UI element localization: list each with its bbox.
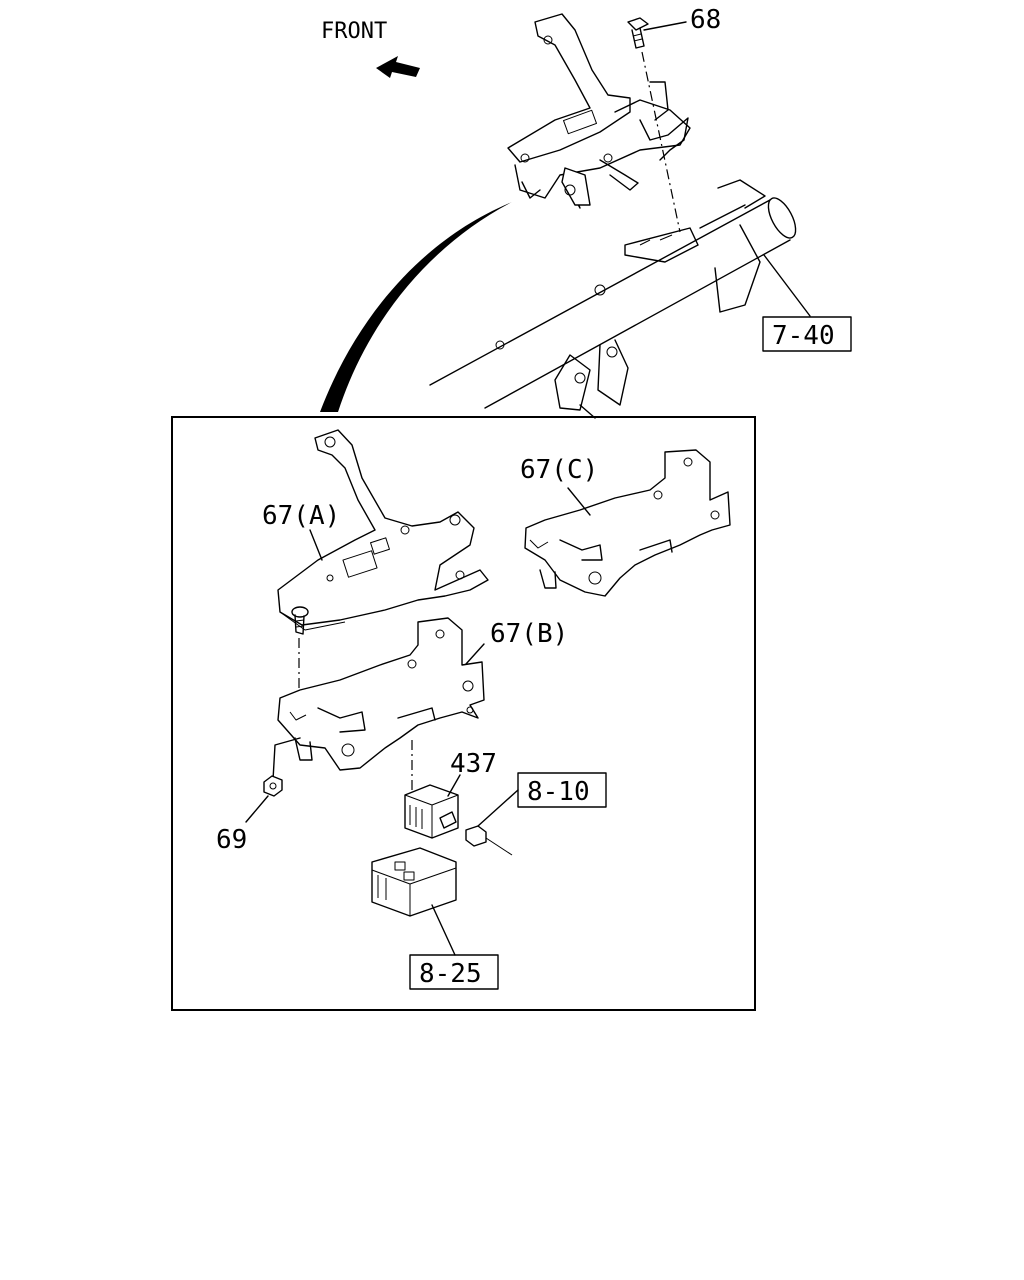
callout-68: 68 [690,5,721,35]
leader-7-40 [763,254,811,317]
ref-8-10: 8-10 [527,777,590,807]
relay-437 [404,784,459,839]
leader-437 [447,774,461,797]
bracket-67a [277,429,489,631]
upper-bracket-assembly [507,13,691,209]
front-arrow-icon [376,56,420,78]
leader-68 [643,21,687,31]
nut-69-icon [263,775,283,797]
crossmember-assembly [429,179,797,419]
bolt-68-axis [641,51,681,233]
connector-icon [465,825,513,856]
ref-box-8-10 [517,772,607,808]
ref-7-40: 7-40 [772,321,835,351]
leader-8-25 [431,904,456,956]
bracket-67b [277,617,485,771]
leader-8-10 [477,789,519,827]
nut-leader-bracket [272,737,301,781]
detail-frame [171,416,756,1011]
leader-67c [567,487,591,516]
ref-8-25: 8-25 [419,959,482,989]
ref-box-7-40 [762,316,852,352]
callout-69: 69 [216,825,247,855]
leader-69 [245,795,269,823]
bracket-67c [524,449,731,597]
callout-437: 437 [450,749,497,779]
leader-67b [465,643,485,665]
bolt-68-icon [627,17,649,49]
leader-67a [309,529,323,561]
screw-icon [291,606,309,635]
callout-67c: 67(C) [520,455,598,485]
front-label: FRONT [321,19,387,44]
relay-cover [371,847,457,917]
callout-67b: 67(B) [490,619,568,649]
ref-box-8-25 [409,954,499,990]
callout-67a: 67(A) [262,501,340,531]
detail-pointer-swoosh [320,202,512,412]
